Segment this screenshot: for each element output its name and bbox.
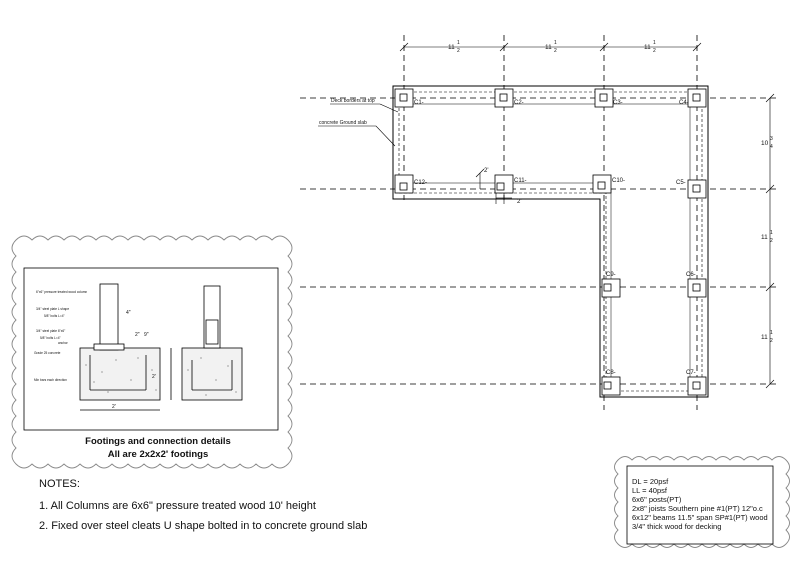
detail-dim-2ft-vertical: 2' — [152, 374, 156, 380]
column-label-c10: C10- — [612, 178, 626, 184]
spec-decking: 3/4" thick wood for decking — [632, 522, 722, 531]
callout-concrete-grade: Grade 25 concrete — [34, 351, 61, 355]
spec-posts: 6x6" posts(PT) — [632, 495, 682, 504]
footing-detail-cloud — [11, 235, 293, 469]
deck-borders-label: Deck borders at top — [331, 98, 375, 104]
detail-dim-4in: 4" — [126, 310, 131, 316]
note-2: 2. Fixed over steel cleats U shape bolte… — [39, 520, 368, 532]
note-1: 1. All Columns are 6x6" pressure treated… — [39, 500, 316, 512]
detail-dim-9in: 9" — [144, 332, 149, 338]
dim-offset-horizontal: 2' — [517, 199, 522, 205]
column-label-c11: C11- — [514, 178, 527, 184]
callout-anchor: anchor — [58, 341, 68, 345]
detail-dim-2ft-horizontal: 2' — [112, 404, 116, 410]
column-label-c5: C5- — [676, 180, 686, 186]
callout-min-bars: Min bars each direction — [34, 378, 67, 382]
column-label-c8: C8- — [606, 370, 616, 376]
column-label-c4: C4- — [679, 100, 689, 106]
detail-caption-line2: All are 2x2x2' footings — [107, 449, 209, 460]
column-label-c2: C2- — [514, 100, 524, 106]
detail-caption-line1: Footings and connection details — [85, 436, 231, 447]
callout-steel-plate: 3/4" steel plate 6"x6" — [36, 329, 66, 333]
column-label-c6: C6- — [686, 272, 696, 278]
callout-bolts-2: 5/8" bolts L=4" — [40, 336, 61, 340]
specs-cloud — [614, 456, 790, 548]
callout-column: 6"x6" pressure treated wood column — [36, 290, 88, 294]
column-label-c3: C3- — [613, 100, 623, 106]
column-label-c1: C1- — [414, 100, 424, 106]
dim-offset-vertical: 2' — [484, 168, 489, 174]
concrete-slab-label: concrete Ground slab — [319, 120, 367, 126]
detail-dim-2in: 2" — [135, 332, 140, 338]
callout-bolts-1: 5/8" bolts L=4" — [44, 314, 65, 318]
spec-beams: 6x12" beams 11.5" span SP#1(PT) wood — [632, 513, 768, 522]
callout-steel-plate-l: 3/4" steel plate L shape — [36, 307, 70, 311]
spec-joists: 2x8" joists Southern pine #1(PT) 12"o.c — [632, 504, 763, 513]
spec-dead-load: DL = 20psf — [632, 477, 669, 486]
notes-heading: NOTES: — [39, 478, 80, 490]
spec-live-load: LL = 40psf — [632, 486, 667, 495]
column-label-c12: C12- — [414, 180, 428, 186]
column-label-c7: C7- — [686, 370, 696, 376]
column-label-c9: C9- — [606, 272, 616, 278]
